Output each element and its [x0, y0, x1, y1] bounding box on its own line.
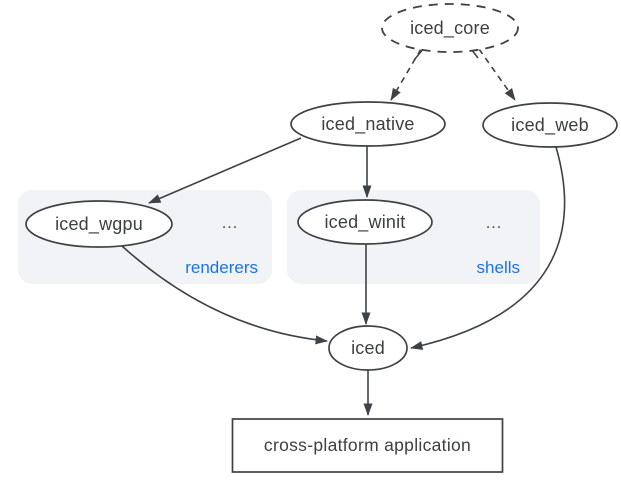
node-iced-native: iced_native [290, 101, 446, 147]
group-label-shells: shells [477, 258, 520, 277]
group-shells-ellipsis: ... [486, 215, 502, 232]
node-label-application: cross-platform application [264, 435, 471, 455]
node-iced-core: iced_core [381, 3, 519, 53]
node-iced-core-shape [381, 3, 519, 53]
node-label-iced-web: iced_web [511, 115, 589, 136]
node-iced-shape [328, 325, 408, 371]
node-iced-web-shape [482, 102, 618, 148]
node-iced-winit: iced_winit [297, 199, 433, 245]
edge-iced-wgpu-to-iced [121, 245, 328, 345]
edge-iced-native-to-iced-wgpu [148, 137, 302, 204]
node-iced-native-shape [290, 101, 446, 147]
node-label-iced-core: iced_core [410, 18, 490, 39]
edge-iced-core-to-iced-native [390, 48, 422, 101]
node-iced-wgpu-shape [25, 200, 173, 248]
node-label-iced-winit: iced_winit [324, 212, 405, 233]
node-application-shape [231, 418, 504, 473]
node-iced-winit-shape [297, 199, 433, 245]
group-renderers-ellipsis: ... [222, 215, 238, 232]
node-application: cross-platform application [231, 418, 504, 473]
node-iced: iced [328, 325, 408, 371]
node-label-iced: iced [351, 338, 385, 358]
group-label-renderers: renderers [185, 258, 258, 277]
node-label-iced-native: iced_native [321, 114, 414, 135]
node-iced-web: iced_web [482, 102, 618, 148]
edges [121, 43, 566, 416]
edge-iced-core-to-iced-web [478, 48, 516, 101]
node-iced-wgpu: iced_wgpu [25, 200, 173, 248]
node-label-iced-wgpu: iced_wgpu [55, 214, 143, 235]
edge-iced-web-to-iced [410, 146, 566, 350]
